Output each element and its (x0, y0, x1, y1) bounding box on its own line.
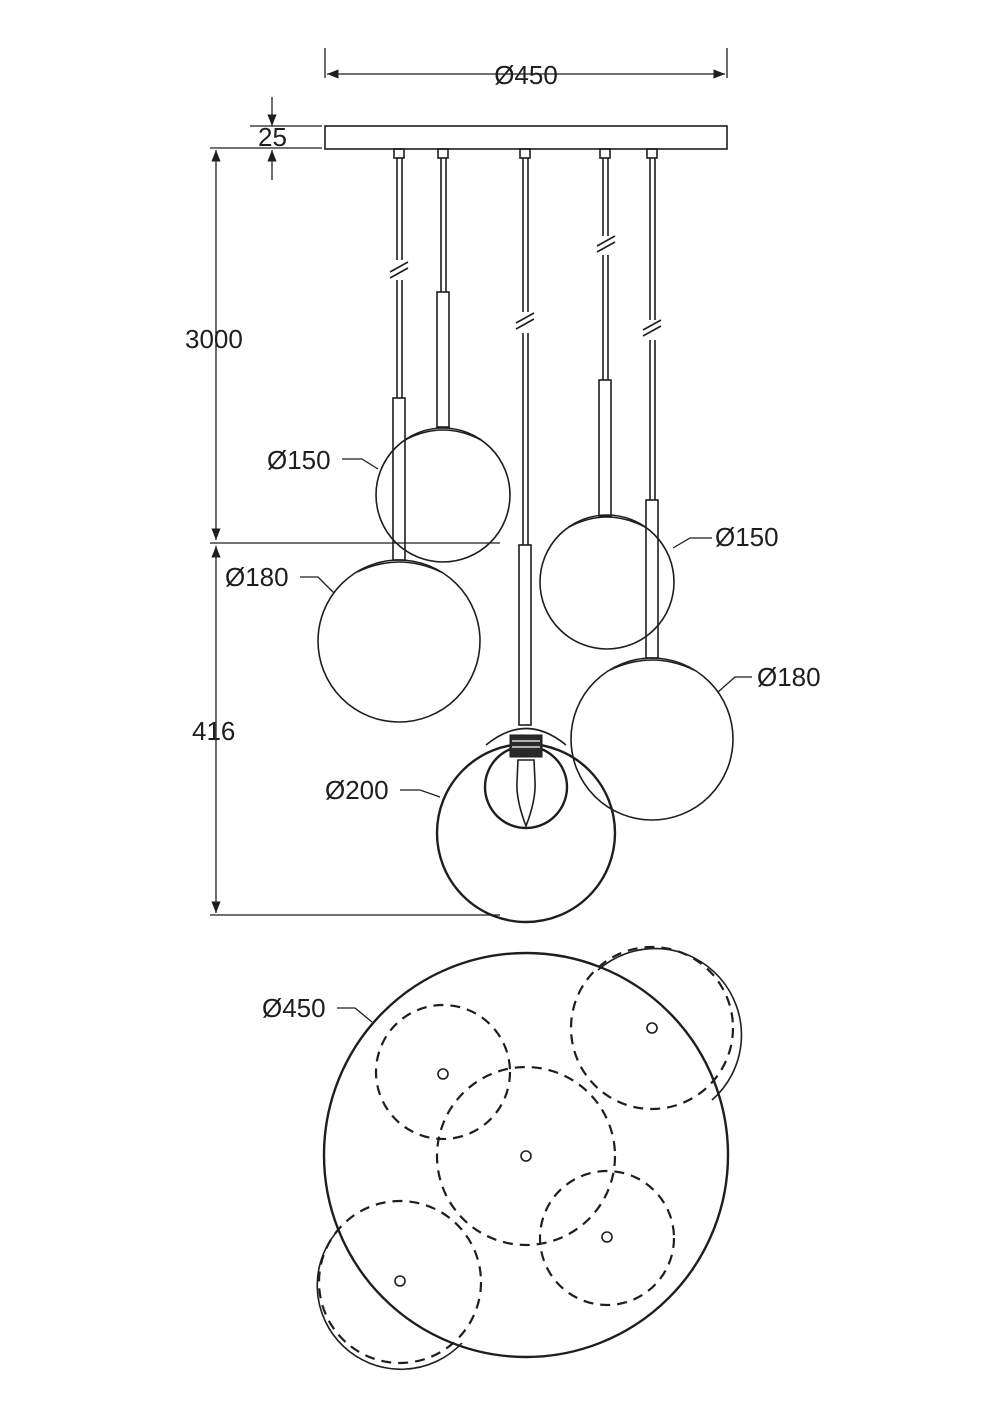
globe-upper-left (375, 427, 511, 563)
mount-point (394, 1275, 406, 1287)
globe-lower-left (317, 559, 481, 723)
canopy-height-label: 25 (258, 122, 287, 152)
canopy-width-label: Ø450 (494, 60, 558, 90)
globe-upper-right-label: Ø150 (715, 522, 779, 552)
lamp-socket (509, 734, 543, 758)
top-view: Ø450 (262, 945, 743, 1371)
globe-lower-right-label: Ø180 (757, 662, 821, 692)
globe-center-label: Ø200 (325, 775, 389, 805)
mount-point (437, 1068, 449, 1080)
mount-point (520, 1150, 532, 1162)
mount-point (601, 1231, 613, 1243)
globe-center (435, 727, 617, 924)
canopy-width-dimension: Ø450 (324, 48, 728, 90)
globe-upper-right (539, 514, 675, 650)
cables (389, 148, 662, 726)
canopy (324, 125, 728, 150)
globe-upper-left-label: Ø150 (267, 445, 331, 475)
candle-bulb (516, 759, 536, 829)
cable-length-label: 3000 (185, 324, 243, 354)
globe-lower-right (570, 657, 734, 821)
globe-labels: Ø150 Ø180 Ø150 Ø180 Ø200 (225, 445, 821, 805)
canopy-height-dimension: 25 (210, 97, 322, 180)
cable-length-dimension: 3000 (185, 150, 500, 544)
globe-lower-left-label: Ø180 (225, 562, 289, 592)
mount-point (646, 1022, 658, 1034)
top-view-diameter-label: Ø450 (262, 993, 326, 1023)
drop-height-label: 416 (192, 716, 235, 746)
drop-height-dimension: 416 (192, 546, 500, 916)
